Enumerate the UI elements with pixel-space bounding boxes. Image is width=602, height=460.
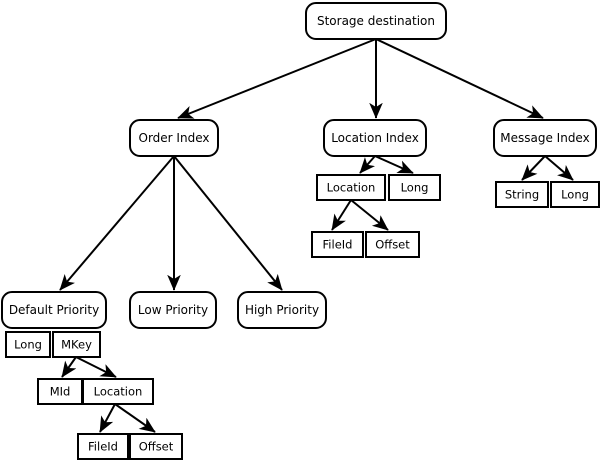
node-box-location-idx-location[interactable] <box>316 174 386 201</box>
node-box-mkey-location[interactable] <box>82 378 154 405</box>
edge-storage-order <box>177 38 377 119</box>
node-mkey-offset[interactable]: Offset <box>129 433 183 460</box>
node-box-location-idx-long[interactable] <box>388 174 441 201</box>
node-box-message-idx-string[interactable] <box>495 181 549 208</box>
edge-loc-offset <box>114 403 156 433</box>
node-box-mkey-fileid[interactable] <box>77 433 129 460</box>
edge-mkey-location <box>75 356 117 378</box>
node-box-location-idx-offset[interactable] <box>365 231 420 258</box>
node-location-idx-offset[interactable]: Offset <box>365 231 420 258</box>
node-message-idx-long[interactable]: Long <box>550 181 600 208</box>
node-box-default-long[interactable] <box>5 331 51 358</box>
node-mkey-fileid[interactable]: FileId <box>77 433 129 460</box>
node-high-priority[interactable]: High Priority <box>237 291 327 329</box>
node-box-default-mkey[interactable] <box>52 331 101 358</box>
edge-msgidx-string <box>521 155 546 181</box>
edge-order-high <box>173 155 283 291</box>
node-box-default-priority[interactable] <box>1 291 107 329</box>
edge-order-default <box>59 155 175 291</box>
node-location-index[interactable]: Location Index <box>323 119 427 157</box>
edge-msgidx-long <box>544 155 574 181</box>
node-default-long[interactable]: Long <box>5 331 51 358</box>
node-message-index[interactable]: Message Index <box>493 119 597 157</box>
node-location-idx-fileid[interactable]: FileId <box>311 231 364 258</box>
node-box-message-idx-long[interactable] <box>550 181 600 208</box>
node-location-idx-long[interactable]: Long <box>388 174 441 201</box>
edge-location-fileid <box>331 199 352 231</box>
node-box-location-index[interactable] <box>323 119 427 157</box>
node-default-mkey[interactable]: MKey <box>52 331 101 358</box>
node-low-priority[interactable]: Low Priority <box>129 291 217 329</box>
node-message-idx-string[interactable]: String <box>495 181 549 208</box>
edge-mkey-mid <box>61 356 77 378</box>
node-box-low-priority[interactable] <box>129 291 217 329</box>
edge-locidx-long <box>374 155 414 174</box>
node-box-mkey-mid[interactable] <box>37 378 83 405</box>
node-box-storage-destination[interactable] <box>305 2 447 40</box>
node-order-index[interactable]: Order Index <box>129 119 219 157</box>
node-default-priority[interactable]: Default Priority <box>1 291 107 329</box>
edge-storage-message <box>375 38 544 119</box>
node-mkey-location[interactable]: Location <box>82 378 154 405</box>
edge-loc-fileid <box>99 403 116 433</box>
node-storage-destination[interactable]: Storage destination <box>305 2 447 40</box>
node-box-location-idx-fileid[interactable] <box>311 231 364 258</box>
node-box-high-priority[interactable] <box>237 291 327 329</box>
node-mkey-mid[interactable]: MId <box>37 378 83 405</box>
edge-location-offset <box>350 199 389 231</box>
edge-locidx-location <box>359 155 376 174</box>
node-box-mkey-offset[interactable] <box>129 433 183 460</box>
node-location-idx-location[interactable]: Location <box>316 174 386 201</box>
node-box-order-index[interactable] <box>129 119 219 157</box>
edges-layer <box>59 38 574 433</box>
node-box-message-index[interactable] <box>493 119 597 157</box>
